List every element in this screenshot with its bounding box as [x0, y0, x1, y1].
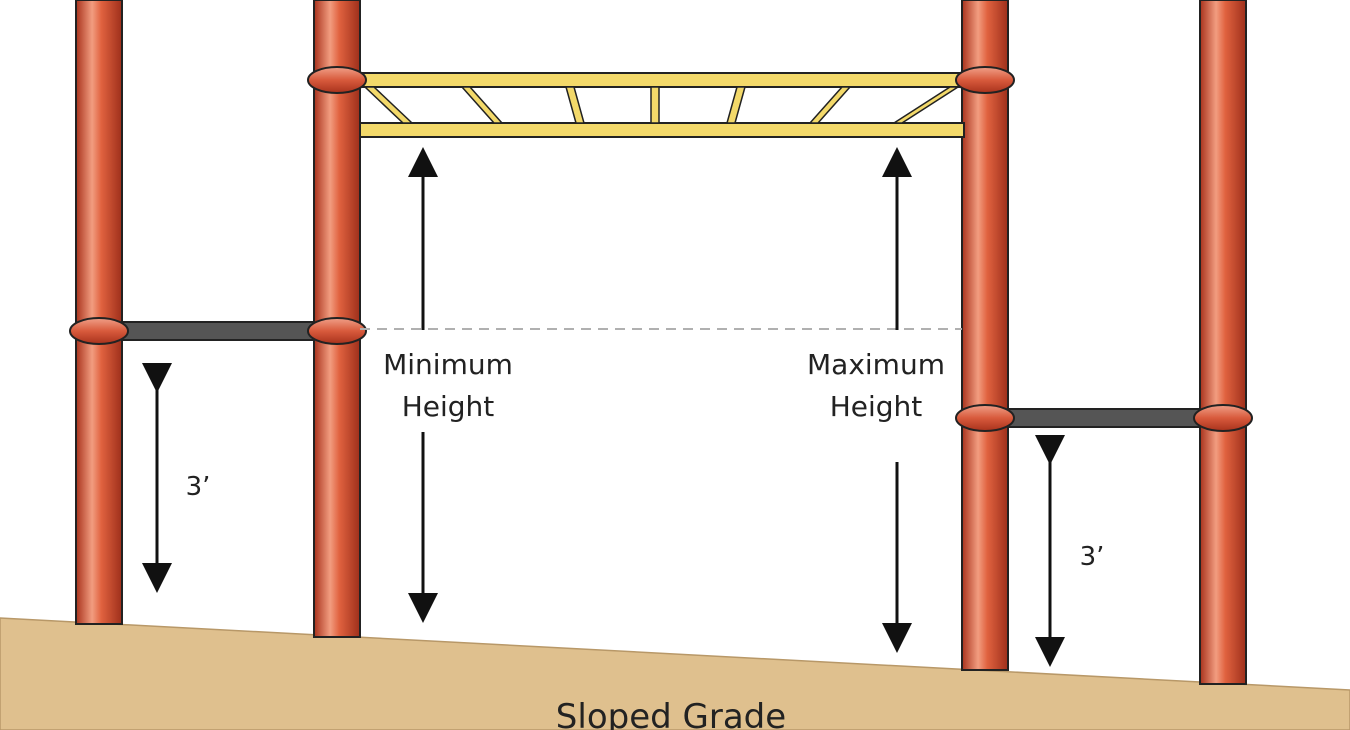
right-dim-label: 3’ — [1080, 542, 1105, 572]
left-dim-label: 3’ — [186, 472, 211, 502]
sloped-grade-label: Sloped Grade — [556, 697, 786, 730]
collar-left-inner — [307, 317, 367, 345]
post-right-outer — [1199, 0, 1247, 685]
collar-ladder-left — [307, 66, 367, 94]
min-height-label-line1: Minimum — [383, 348, 513, 381]
left-platform-bar — [121, 321, 315, 341]
post-right-inner — [961, 0, 1009, 671]
collar-right-outer — [1193, 404, 1253, 432]
overhead-ladder — [359, 72, 965, 138]
post-left-outer — [75, 0, 123, 625]
collar-left-outer — [69, 317, 129, 345]
sloped-ground — [0, 617, 1350, 730]
max-height-label-line1: Maximum — [807, 348, 945, 381]
max-height-label-line2: Height — [830, 390, 923, 423]
collar-right-inner — [955, 404, 1015, 432]
collar-ladder-right — [955, 66, 1015, 94]
min-height-label-line2: Height — [402, 390, 495, 423]
right-platform-bar — [1007, 408, 1201, 428]
